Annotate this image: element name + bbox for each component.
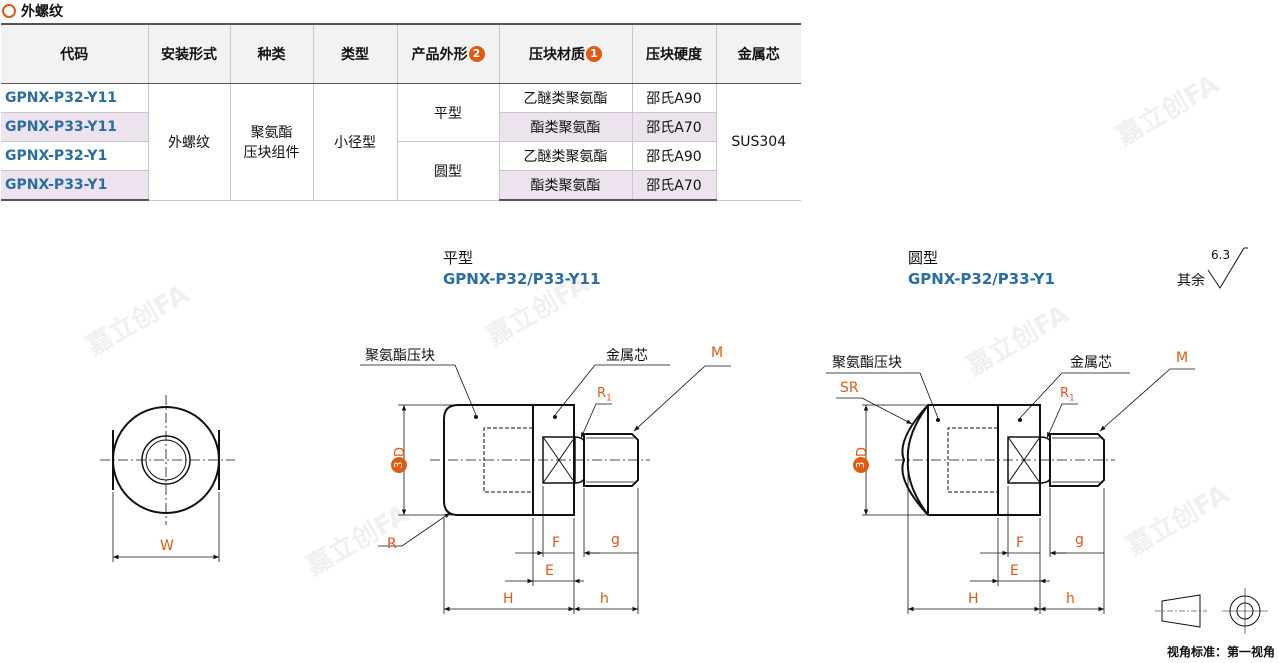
hardness-cell: 邵氏A90 xyxy=(631,83,716,113)
code-cell: GPNX-P32-Y1 xyxy=(1,141,148,171)
hardness-cell: 邵氏A70 xyxy=(631,112,716,142)
round-type-drawing xyxy=(826,368,1195,614)
header-code: 代码 xyxy=(1,23,148,84)
flat-dim-R1: R1 xyxy=(597,386,612,404)
view-standard: 视角标准：第一视角 xyxy=(1166,645,1275,659)
type-cell: 小径型 xyxy=(312,83,397,201)
round-title: 圆型 xyxy=(908,249,939,267)
table-row: GPNX-P33-Y1 酯类聚氨酯 邵氏A70 xyxy=(1,170,801,201)
round-block-label: 聚氨酯压块 xyxy=(832,355,902,371)
shape-cell: 平型 xyxy=(396,83,499,142)
code-cell: GPNX-P33-Y1 xyxy=(1,170,148,201)
header-hardness: 压块硬度 xyxy=(631,23,716,84)
table-row: GPNX-P32-Y1 圆型 乙醚类聚氨酯 邵氏A90 xyxy=(1,141,801,201)
flat-dim-H: H xyxy=(503,591,514,607)
round-dim-E: E xyxy=(1010,563,1019,579)
section-title-text: 外螺纹 xyxy=(21,4,63,20)
flat-dim-g: g xyxy=(611,532,620,548)
install-cell: 外螺纹 xyxy=(147,83,230,201)
table-row: GPNX-P32-Y11 外螺纹 聚氨酯压块组件 小径型 平型 乙醚类聚氨酯 邵… xyxy=(1,83,801,201)
section-title: 外螺纹 xyxy=(2,1,63,21)
round-dim-g: g xyxy=(1075,532,1084,548)
roughness-value: 6.3 xyxy=(1211,248,1231,262)
note-badge: 3 xyxy=(853,457,870,474)
code-cell: GPNX-P33-Y11 xyxy=(1,112,148,142)
round-dim-R1: R1 xyxy=(1060,386,1075,404)
flat-dim-R: R xyxy=(387,536,397,552)
material-cell: 酯类聚氨酯 xyxy=(498,170,632,201)
header-type: 类型 xyxy=(312,23,397,84)
projection-symbol xyxy=(1155,588,1268,634)
material-cell: 乙醚类聚氨酯 xyxy=(498,83,632,113)
round-core-label: 金属芯 xyxy=(1070,355,1112,371)
table-row: GPNX-P33-Y11 酯类聚氨酯 邵氏A70 xyxy=(1,112,801,142)
roughness-prefix: 其余 xyxy=(1177,273,1205,289)
flat-dim-E: E xyxy=(545,563,554,579)
round-dim-F: F xyxy=(1016,535,1025,551)
flat-dim-h: h xyxy=(600,591,609,607)
roughness-symbol xyxy=(1207,247,1248,289)
flat-title: 平型 xyxy=(443,249,474,267)
material-cell: 酯类聚氨酯 xyxy=(498,112,632,142)
flat-dim-D: 3D xyxy=(391,447,408,474)
round-dim-SR: SR xyxy=(840,380,859,396)
header-core: 金属芯 xyxy=(715,23,801,84)
round-code: GPNX-P32/P33-Y1 xyxy=(908,270,1055,288)
round-dim-H: H xyxy=(968,591,979,607)
material-cell: 乙醚类聚氨酯 xyxy=(498,141,632,171)
hardness-cell: 邵氏A90 xyxy=(631,141,716,171)
hardness-cell: 邵氏A70 xyxy=(631,170,716,201)
header-kind: 种类 xyxy=(229,23,313,84)
round-dim-M: M xyxy=(1176,350,1189,366)
flat-dim-F: F xyxy=(552,535,561,551)
note-badge: 1 xyxy=(586,46,602,62)
circle-icon xyxy=(2,4,16,18)
flat-code: GPNX-P32/P33-Y11 xyxy=(443,270,601,288)
round-dim-D: 3D xyxy=(853,447,870,474)
end-view xyxy=(100,395,235,562)
core-cell: SUS304 xyxy=(715,83,801,201)
flat-dim-M: M xyxy=(711,345,724,361)
note-badge: 3 xyxy=(391,457,408,474)
kind-cell: 聚氨酯压块组件 xyxy=(229,83,313,201)
shape-cell: 圆型 xyxy=(396,141,499,201)
round-dim-h: h xyxy=(1066,591,1075,607)
header-install: 安装形式 xyxy=(147,23,230,84)
code-cell: GPNX-P32-Y11 xyxy=(1,83,148,113)
end-dim-W: W xyxy=(160,538,174,554)
flat-block-label: 聚氨酯压块 xyxy=(365,348,435,364)
flat-type-drawing xyxy=(360,364,731,614)
flat-core-label: 金属芯 xyxy=(606,348,648,364)
note-badge: 2 xyxy=(468,46,485,62)
